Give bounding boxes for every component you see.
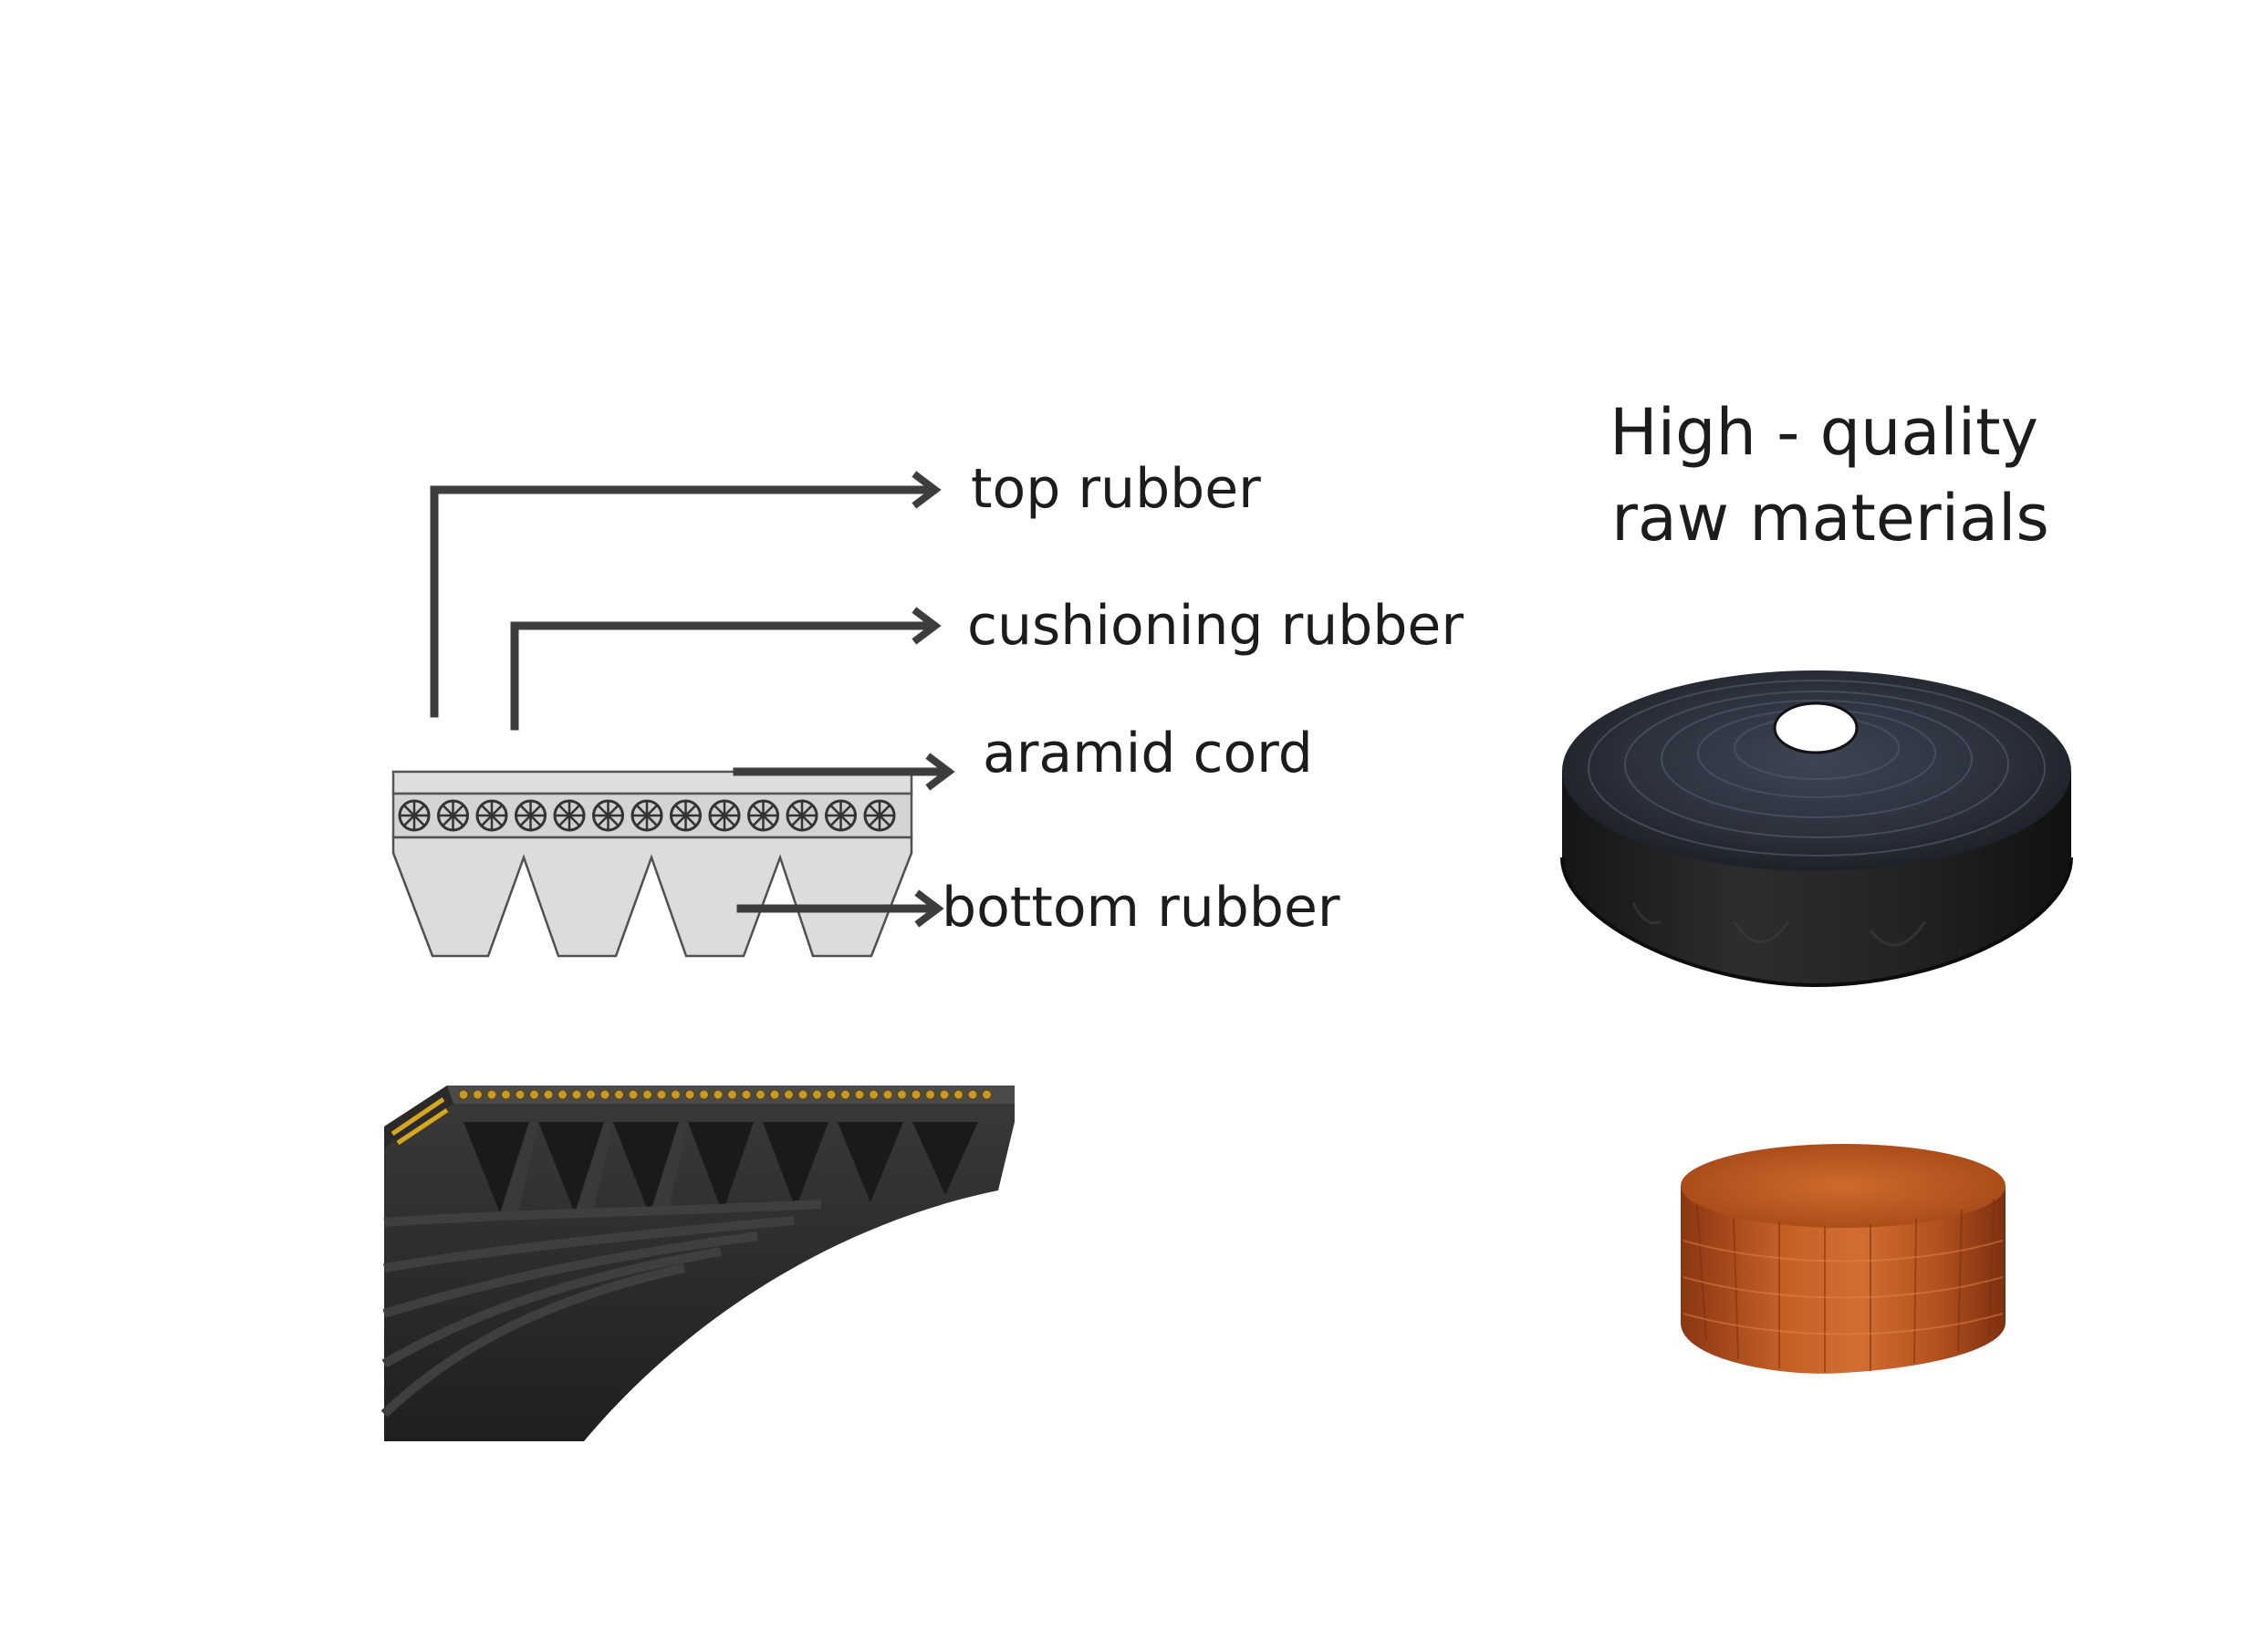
- belt-cord-dot: [628, 1089, 639, 1100]
- belt-cord-dot: [755, 1089, 766, 1100]
- arrow-cushioning-rubber: [510, 607, 942, 731]
- belt-cord-dot: [501, 1089, 511, 1100]
- arrow-bottom-rubber: [736, 889, 944, 928]
- belt-cord-dot: [515, 1089, 526, 1100]
- heading-line-1: High - quality: [1610, 395, 2038, 470]
- belt-cord-dot: [699, 1089, 709, 1100]
- label-cushioning-rubber: cushioning rubber: [967, 594, 1464, 658]
- cord-spoke: [674, 804, 697, 827]
- cord-spoke: [752, 804, 775, 827]
- belt-cord-dot: [571, 1089, 582, 1100]
- belt-cord-dot: [727, 1089, 737, 1100]
- belt-cord-dot: [684, 1089, 695, 1100]
- belt-cord-dot: [529, 1089, 539, 1100]
- label-aramid-cord: aramid cord: [983, 722, 1313, 785]
- belt-cord-dot: [982, 1089, 992, 1100]
- cord-spoke: [557, 804, 581, 827]
- belt-cord-dot: [812, 1089, 822, 1100]
- belt-cord-dot: [486, 1089, 497, 1100]
- belt-cross-section: [391, 770, 913, 958]
- belt-cord-dot: [656, 1089, 667, 1100]
- belt-cord-dot: [543, 1089, 554, 1100]
- belt-cord-dot: [769, 1089, 780, 1100]
- label-bottom-rubber: bottom rubber: [942, 876, 1340, 940]
- cord-spoke: [480, 804, 504, 827]
- belt-cord-dot: [614, 1089, 624, 1100]
- belt-cord-dot: [967, 1089, 978, 1100]
- belt-cord-dot: [869, 1089, 879, 1100]
- cord-spool-image: [1681, 1144, 2006, 1374]
- arrow-top-rubber: [430, 471, 942, 718]
- ribbed-belt-image: [380, 1086, 1015, 1441]
- bottom-rubber-ribs: [391, 836, 913, 958]
- belt-cord-dots: [458, 1089, 992, 1100]
- belt-cord-dot: [586, 1089, 596, 1100]
- cord-spoke: [597, 804, 620, 827]
- belt-cord-dot: [784, 1089, 794, 1100]
- belt-cord-dot: [911, 1089, 922, 1100]
- belt-cord-dot: [458, 1089, 469, 1100]
- cord-spoke: [713, 804, 736, 827]
- belt-cord-dot: [713, 1089, 724, 1100]
- belt-cord-dot: [840, 1089, 850, 1100]
- belt-cord-dot: [897, 1089, 907, 1100]
- belt-cord-dot: [939, 1089, 950, 1100]
- cord-spoke: [402, 804, 426, 827]
- belt-cord-dot: [473, 1089, 483, 1100]
- rubber-roll-image: [1560, 670, 2073, 988]
- belt-cord-dot: [599, 1089, 610, 1100]
- heading-line-2: raw materials: [1611, 481, 2049, 556]
- label-top-rubber: top rubber: [971, 457, 1261, 521]
- cord-spoke: [868, 804, 891, 827]
- belt-cord-dot: [671, 1089, 681, 1100]
- aramid-cord-circles: [398, 799, 896, 832]
- belt-cord-dot: [925, 1089, 935, 1100]
- belt-cord-dot: [953, 1089, 964, 1100]
- belt-cord-dot: [557, 1089, 568, 1100]
- belt-cord-dot: [741, 1089, 752, 1100]
- belt-cord-dot: [882, 1089, 893, 1100]
- cord-spoke: [519, 804, 542, 827]
- cord-spoke: [635, 804, 659, 827]
- cord-spoke: [829, 804, 852, 827]
- belt-cord-dot: [797, 1089, 808, 1100]
- belt-cord-dot: [854, 1089, 865, 1100]
- belt-cord-dot: [826, 1089, 837, 1100]
- cord-spoke: [442, 804, 464, 827]
- arrow-aramid-cord: [733, 753, 955, 791]
- cord-spoke: [790, 804, 814, 827]
- belt-cord-dot: [642, 1089, 652, 1100]
